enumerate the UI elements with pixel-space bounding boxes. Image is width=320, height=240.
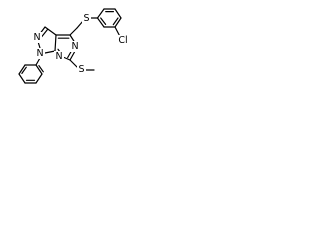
atom-s-thioether: S [83, 13, 89, 24]
atom-cl: Cl [118, 35, 127, 46]
bond-chlorophenyl-1 [96, 8, 105, 19]
bond-phenyl-1 [35, 64, 43, 75]
atom-s-methylthio: S [78, 64, 84, 75]
bond-phenyl-1-inner [38, 64, 44, 73]
bond-phenyl-2 [35, 73, 43, 84]
atom-n-pyrazole-lower-bg [35, 48, 45, 59]
bond-chlorophenyl-4 [114, 17, 122, 28]
bond-n5-c6 [69, 51, 76, 61]
chemical-structure-diagram: S Cl N N N N S [18, 8, 130, 84]
bond-c6-n7 [62, 56, 71, 61]
bond-c4-c4s [69, 27, 78, 36]
bond-c7a-c3a [54, 34, 57, 52]
bonds [18, 8, 122, 84]
bond-n1-phenyl [35, 57, 41, 66]
bond-phenyl-5-inner [21, 66, 27, 75]
atom-n-pyrimidine-lower-bg [54, 51, 64, 62]
bond-chlorophenyl-4-inner [112, 17, 119, 26]
atom-s-thioether-bg [82, 13, 91, 24]
atom-n-pyrimidine-lower: N [55, 51, 62, 62]
bond-phenyl-5 [18, 64, 26, 75]
bond-chlorophenyl-6-inner [100, 17, 107, 25]
bond-c6-s [69, 59, 79, 69]
bond-n1-c7a [44, 50, 56, 54]
atom-s-methylthio-bg [77, 64, 86, 75]
bond-chlorophenyl-6 [96, 17, 105, 28]
atom-labels: S Cl N N N N S [32, 13, 130, 75]
bond-c3a-c3 [44, 26, 57, 36]
atom-cl-bg [116, 35, 130, 46]
atom-n-pyrazole-upper: N [33, 32, 40, 43]
atom-n-pyrazole-upper-bg [32, 32, 42, 43]
bond-phenyl-4 [18, 73, 26, 84]
atom-n-pyrimidine-upper: N [71, 41, 78, 52]
bond-c4-n5 [69, 34, 76, 43]
atom-n-pyrimidine-upper-bg [70, 41, 80, 52]
bond-c3-n2-inner [41, 29, 49, 38]
atom-n-pyrazole-lower: N [36, 48, 43, 59]
bond-chlorophenyl-3 [114, 8, 122, 19]
